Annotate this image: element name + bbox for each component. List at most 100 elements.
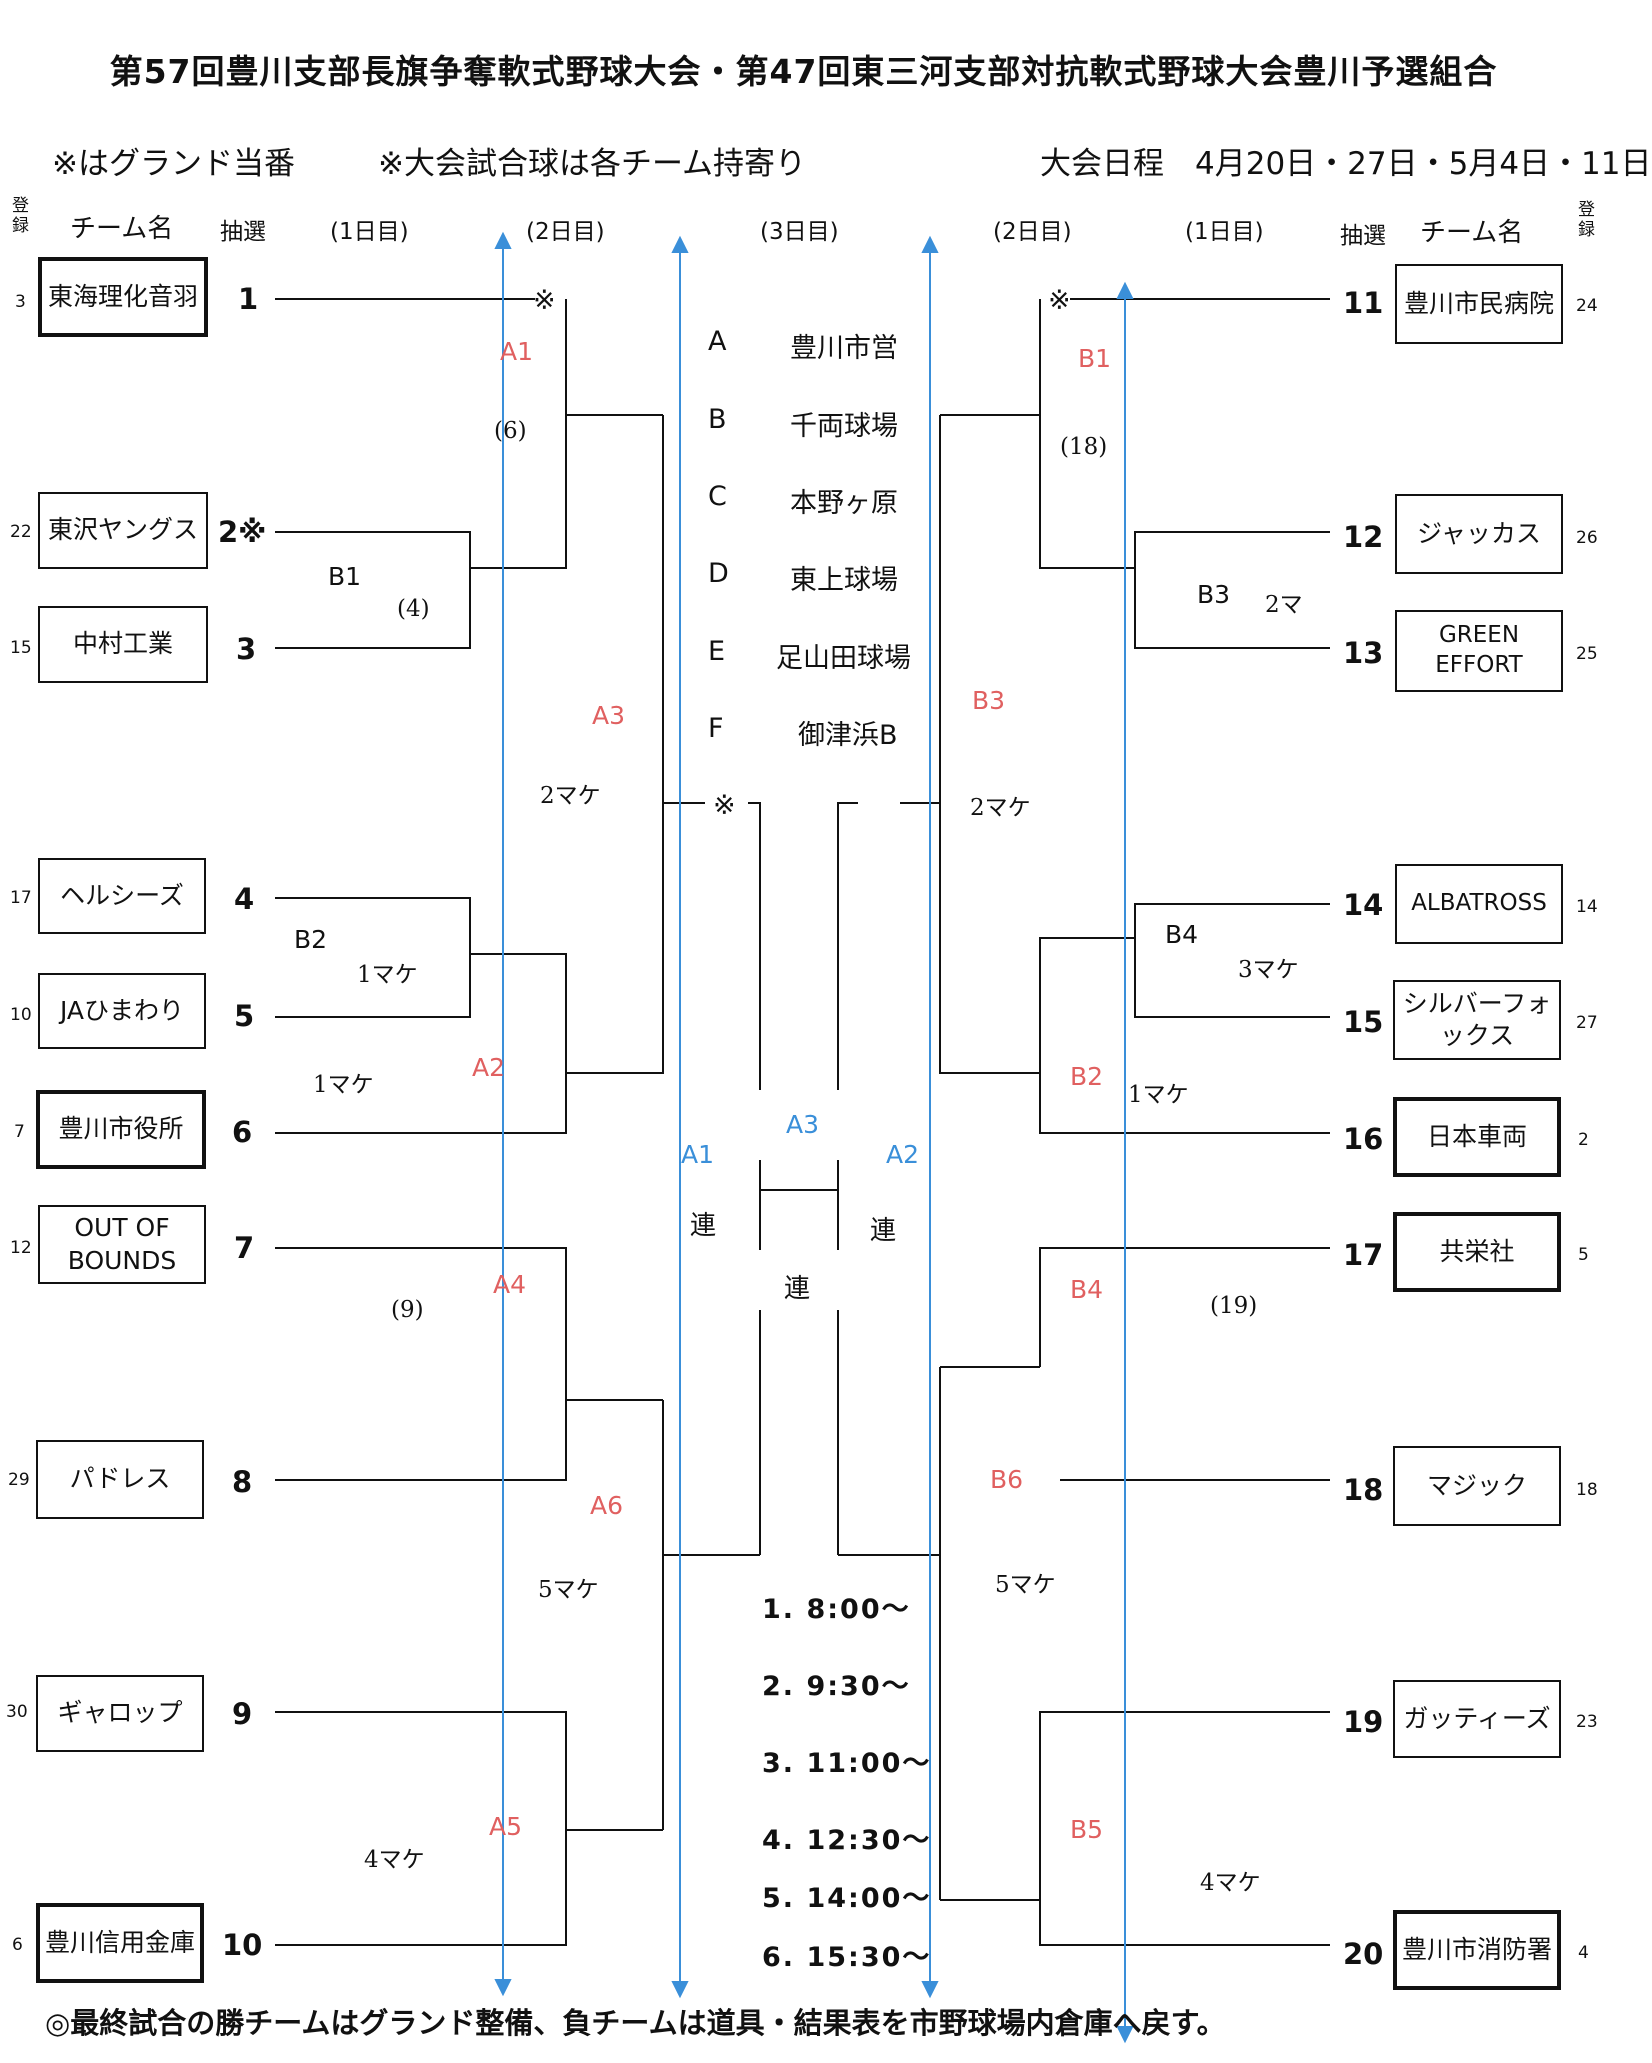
- left-lot-1: 1: [238, 282, 259, 316]
- header-team-name-right: チーム名: [1420, 218, 1524, 248]
- match-label-right-b2: B2: [1070, 1062, 1104, 1091]
- left-team-1: 東海理化音羽: [38, 257, 208, 337]
- venue-name-e: 足山田球場: [776, 643, 911, 674]
- left-reg-4: 17: [10, 888, 32, 908]
- note-left-4make: 4マケ: [364, 1847, 425, 1873]
- right-lot-17: 17: [1343, 1238, 1384, 1272]
- left-team-7: OUT OF BOUNDS: [38, 1205, 206, 1284]
- schedule-dates: 4月20日・27日・5月4日・11日: [1195, 146, 1652, 182]
- right-reg-15: 27: [1576, 1013, 1598, 1033]
- left-team-4: ヘルシーズ: [38, 858, 206, 934]
- left-reg-6: 7: [14, 1122, 25, 1142]
- match-label-right-b6: B6: [990, 1465, 1024, 1494]
- match-label-left-a4: A4: [493, 1270, 527, 1299]
- ren-right: 連: [870, 1216, 897, 1246]
- note-n4: (4): [397, 596, 430, 622]
- match-label-left-b2: B2: [294, 925, 328, 954]
- left-team-3: 中村工業: [38, 606, 208, 683]
- note-right-5make: 5マケ: [995, 1572, 1056, 1598]
- ground-duty-note: ※はグランド当番: [52, 146, 295, 182]
- right-team-12: ジャッカス: [1395, 494, 1563, 574]
- left-team-9: ギャロップ: [36, 1675, 204, 1752]
- footer-note: ◎最終試合の勝チームはグランド整備、負チームは道具・結果表を市野球場内倉庫へ戻す…: [45, 2006, 1226, 2040]
- left-reg-5: 10: [10, 1005, 32, 1025]
- match-label-center-a1: A1: [681, 1140, 715, 1169]
- right-lot-11: 11: [1343, 286, 1384, 320]
- right-reg-13: 25: [1576, 644, 1598, 664]
- right-team-20: 豊川市消防署: [1393, 1910, 1561, 1990]
- header-day2-left: (2日目): [526, 219, 605, 245]
- right-reg-12: 26: [1576, 528, 1598, 548]
- right-team-19: ガッティーズ: [1393, 1680, 1561, 1758]
- right-lot-12: 12: [1343, 520, 1384, 554]
- left-reg-1: 3: [15, 292, 26, 312]
- right-lot-13: 13: [1343, 636, 1384, 670]
- right-reg-11: 24: [1576, 296, 1598, 316]
- match-label-right-b3-black: B3: [1197, 580, 1231, 609]
- match-label-right-b4-black: B4: [1165, 920, 1199, 949]
- header-team-name-left: チーム名: [70, 214, 174, 244]
- right-reg-14-visible: 14: [1576, 897, 1598, 917]
- venue-code-a: A: [708, 326, 727, 357]
- left-reg-8: 29: [8, 1470, 30, 1490]
- left-lot-6: 6: [232, 1115, 253, 1149]
- venue-code-c: C: [708, 481, 727, 512]
- left-lot-7: 7: [234, 1231, 255, 1265]
- note-n6: (6): [494, 418, 527, 444]
- venue-name-d: 東上球場: [790, 565, 898, 596]
- note-right-4make: 4マケ: [1200, 1870, 1261, 1896]
- left-lot-10: 10: [222, 1928, 263, 1962]
- right-lot-20: 20: [1343, 1937, 1384, 1971]
- header-day3: (3日目): [760, 219, 839, 245]
- match-label-center-a3: A3: [786, 1110, 820, 1139]
- left-team-8: パドレス: [36, 1440, 204, 1519]
- match-label-left-b1: B1: [328, 562, 362, 591]
- venue-code-b: B: [708, 404, 727, 435]
- time-4: 4. 12:30〜: [762, 1825, 932, 1856]
- match-label-right-b3: B3: [972, 686, 1006, 715]
- time-6: 6. 15:30〜: [762, 1942, 932, 1973]
- left-reg-2: 22: [10, 522, 32, 542]
- note-left-1make-b: 1マケ: [313, 1072, 374, 1098]
- ground-mark-center: ※: [713, 790, 736, 821]
- match-label-right-b4: B4: [1070, 1275, 1104, 1304]
- bracket-lines: [275, 231, 1330, 2044]
- note-left-2make: 2マケ: [540, 783, 601, 809]
- header-lottery-left: 抽選: [220, 219, 266, 245]
- ren-center: 連: [784, 1274, 811, 1304]
- match-label-left-a1: A1: [500, 337, 534, 366]
- ground-mark-1: ※: [533, 285, 556, 316]
- left-lot-5: 5: [234, 999, 255, 1033]
- left-lot-8: 8: [232, 1465, 253, 1499]
- note-right-1make: 1マケ: [1128, 1082, 1189, 1108]
- match-label-left-a5: A5: [489, 1812, 523, 1841]
- ren-left: 連: [690, 1211, 717, 1241]
- note-left-1make-a: 1マケ: [357, 962, 418, 988]
- right-lot-18: 18: [1343, 1473, 1384, 1507]
- header-lottery-right: 抽選: [1340, 223, 1386, 249]
- right-lot-14: 14: [1343, 888, 1384, 922]
- right-team-14: ALBATROSS: [1395, 864, 1563, 944]
- time-2: 2. 9:30〜: [762, 1671, 911, 1702]
- venue-code-e: E: [708, 636, 726, 667]
- left-team-5: JAひまわり: [38, 973, 206, 1049]
- venue-name-f: 御津浜B: [798, 720, 898, 751]
- right-team-17: 共栄社: [1393, 1212, 1561, 1292]
- match-label-right-b5: B5: [1070, 1815, 1104, 1844]
- left-team-10: 豊川信用金庫: [36, 1903, 204, 1983]
- right-team-16: 日本車両: [1393, 1097, 1561, 1177]
- header-registration-right: 登録: [1578, 200, 1595, 240]
- venue-name-a: 豊川市営: [790, 333, 898, 364]
- ground-mark-11: ※: [1048, 285, 1071, 316]
- right-team-15: シルバーフォックス: [1393, 980, 1561, 1060]
- right-reg-20: 4: [1578, 1943, 1589, 1963]
- note-n18: (18): [1060, 434, 1108, 460]
- note-right-3make: 3マケ: [1238, 957, 1299, 983]
- right-lot-16: 16: [1343, 1122, 1384, 1156]
- left-lot-9: 9: [232, 1697, 253, 1731]
- venue-code-f: F: [708, 713, 724, 744]
- note-left-5make: 5マケ: [538, 1577, 599, 1603]
- left-reg-7: 12: [10, 1238, 32, 1258]
- left-lot-3: 3: [236, 632, 257, 666]
- note-n19: (19): [1210, 1293, 1258, 1319]
